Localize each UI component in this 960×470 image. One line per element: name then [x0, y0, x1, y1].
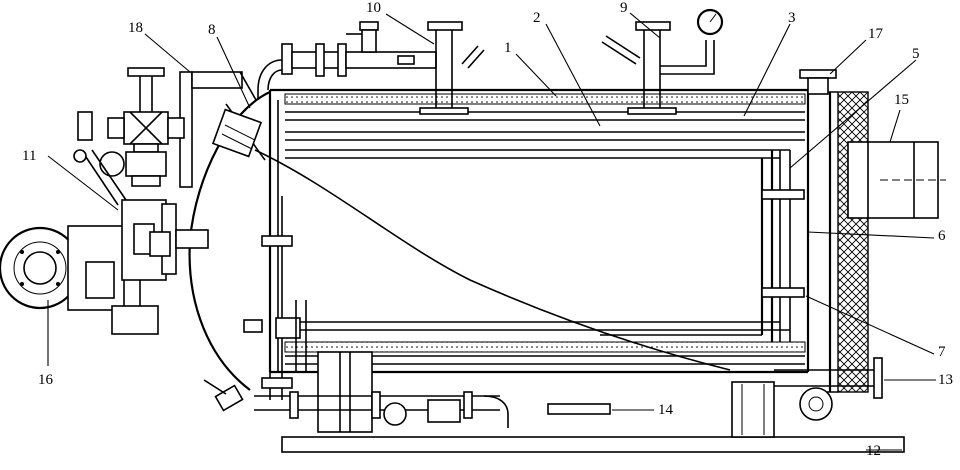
top-piping: [257, 8, 724, 115]
label-3: 3: [788, 10, 796, 26]
leader-lines: [47, 12, 936, 451]
label-7: 7: [938, 344, 946, 360]
burner-assembly: [0, 199, 209, 335]
furnace-chamber: [600, 150, 791, 342]
rear-refractory-wall: [808, 91, 869, 393]
label-13: 13: [938, 372, 953, 388]
label-8: 8: [208, 22, 216, 38]
drain-plate: [547, 403, 611, 415]
support-rings: [761, 189, 805, 298]
valve-stack: [73, 67, 185, 206]
label-18: 18: [128, 20, 143, 36]
smoke-outlet: [847, 141, 946, 219]
label-2: 2: [533, 10, 541, 26]
safety-valve: [799, 69, 837, 95]
label-6: 6: [938, 228, 946, 244]
label-17: 17: [868, 26, 884, 42]
label-16: 16: [38, 372, 54, 388]
label-15: 15: [894, 92, 909, 108]
front-piping: [203, 196, 509, 433]
label-14: 14: [658, 402, 674, 418]
label-12: 12: [866, 443, 881, 459]
label-11: 11: [22, 148, 36, 164]
bottom-outlet: [774, 357, 883, 421]
label-9: 9: [620, 0, 628, 16]
label-5: 5: [912, 46, 920, 62]
front-door: [211, 108, 263, 158]
label-1: 1: [504, 40, 512, 56]
label-10: 10: [366, 0, 381, 16]
base-frame: [281, 381, 905, 453]
tube-bank: [285, 111, 805, 365]
insulation-layer: [284, 93, 806, 353]
